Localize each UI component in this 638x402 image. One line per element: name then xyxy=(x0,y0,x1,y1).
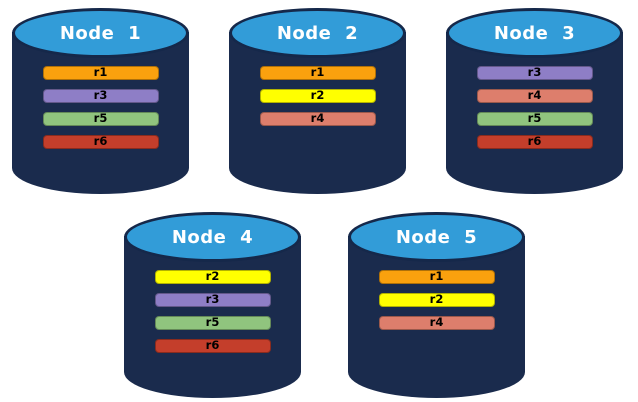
replica-bar-r4: r4 xyxy=(259,111,376,126)
cylinder-top: Node 3 xyxy=(446,8,623,58)
node-5-cylinder: Node 5 r1 r2 r4 xyxy=(348,212,525,398)
replica-bar-r2: r2 xyxy=(378,292,495,307)
replica-bar-r1: r1 xyxy=(378,269,495,284)
node-title: Node 5 xyxy=(395,226,478,248)
replica-label: r4 xyxy=(310,111,325,126)
replica-list: r2 r3 r5 r6 xyxy=(124,270,301,353)
node-3-cylinder: Node 3 r3 r4 r5 r6 xyxy=(446,8,623,194)
replica-bar-r2: r2 xyxy=(154,269,271,284)
cylinder-top: Node 2 xyxy=(229,8,406,58)
replica-bar-r3: r3 xyxy=(476,65,593,80)
cylinder-top: Node 5 xyxy=(348,212,525,262)
replica-label: r1 xyxy=(310,65,325,80)
replica-list: r1 r2 r4 xyxy=(229,66,406,126)
replica-bar-r3: r3 xyxy=(42,88,159,103)
replica-bar-r5: r5 xyxy=(42,111,159,126)
cylinder-top: Node 1 xyxy=(12,8,189,58)
replica-label: r6 xyxy=(205,338,220,353)
node-title: Node 3 xyxy=(493,22,576,44)
replica-bar-r4: r4 xyxy=(378,315,495,330)
replica-bar-r1: r1 xyxy=(259,65,376,80)
replica-bar-r6: r6 xyxy=(154,338,271,353)
replica-label: r3 xyxy=(205,292,220,307)
replica-bar-r1: r1 xyxy=(42,65,159,80)
replica-label: r5 xyxy=(527,111,542,126)
replica-label: r1 xyxy=(93,65,108,80)
replica-bar-r6: r6 xyxy=(476,134,593,149)
node-title: Node 1 xyxy=(59,22,142,44)
replica-label: r4 xyxy=(527,88,542,103)
replica-label: r2 xyxy=(429,292,444,307)
replica-bar-r3: r3 xyxy=(154,292,271,307)
replica-bar-r5: r5 xyxy=(476,111,593,126)
replica-bar-r2: r2 xyxy=(259,88,376,103)
replica-label: r5 xyxy=(205,315,220,330)
replica-label: r2 xyxy=(310,88,325,103)
replica-label: r3 xyxy=(93,88,108,103)
replica-label: r3 xyxy=(527,65,542,80)
node-1-cylinder: Node 1 r1 r3 r5 r6 xyxy=(12,8,189,194)
node-title: Node 2 xyxy=(276,22,359,44)
replica-label: r4 xyxy=(429,315,444,330)
replica-label: r1 xyxy=(429,269,444,284)
replica-label: r5 xyxy=(93,111,108,126)
node-title: Node 4 xyxy=(171,226,254,248)
replica-label: r2 xyxy=(205,269,220,284)
replica-label: r6 xyxy=(93,134,108,149)
cylinder-top: Node 4 xyxy=(124,212,301,262)
replica-list: r3 r4 r5 r6 xyxy=(446,66,623,149)
node-2-cylinder: Node 2 r1 r2 r4 xyxy=(229,8,406,194)
replica-list: r1 r3 r5 r6 xyxy=(12,66,189,149)
node-4-cylinder: Node 4 r2 r3 r5 r6 xyxy=(124,212,301,398)
replica-bar-r5: r5 xyxy=(154,315,271,330)
replica-bar-r4: r4 xyxy=(476,88,593,103)
replica-label: r6 xyxy=(527,134,542,149)
replica-bar-r6: r6 xyxy=(42,134,159,149)
replica-list: r1 r2 r4 xyxy=(348,270,525,330)
